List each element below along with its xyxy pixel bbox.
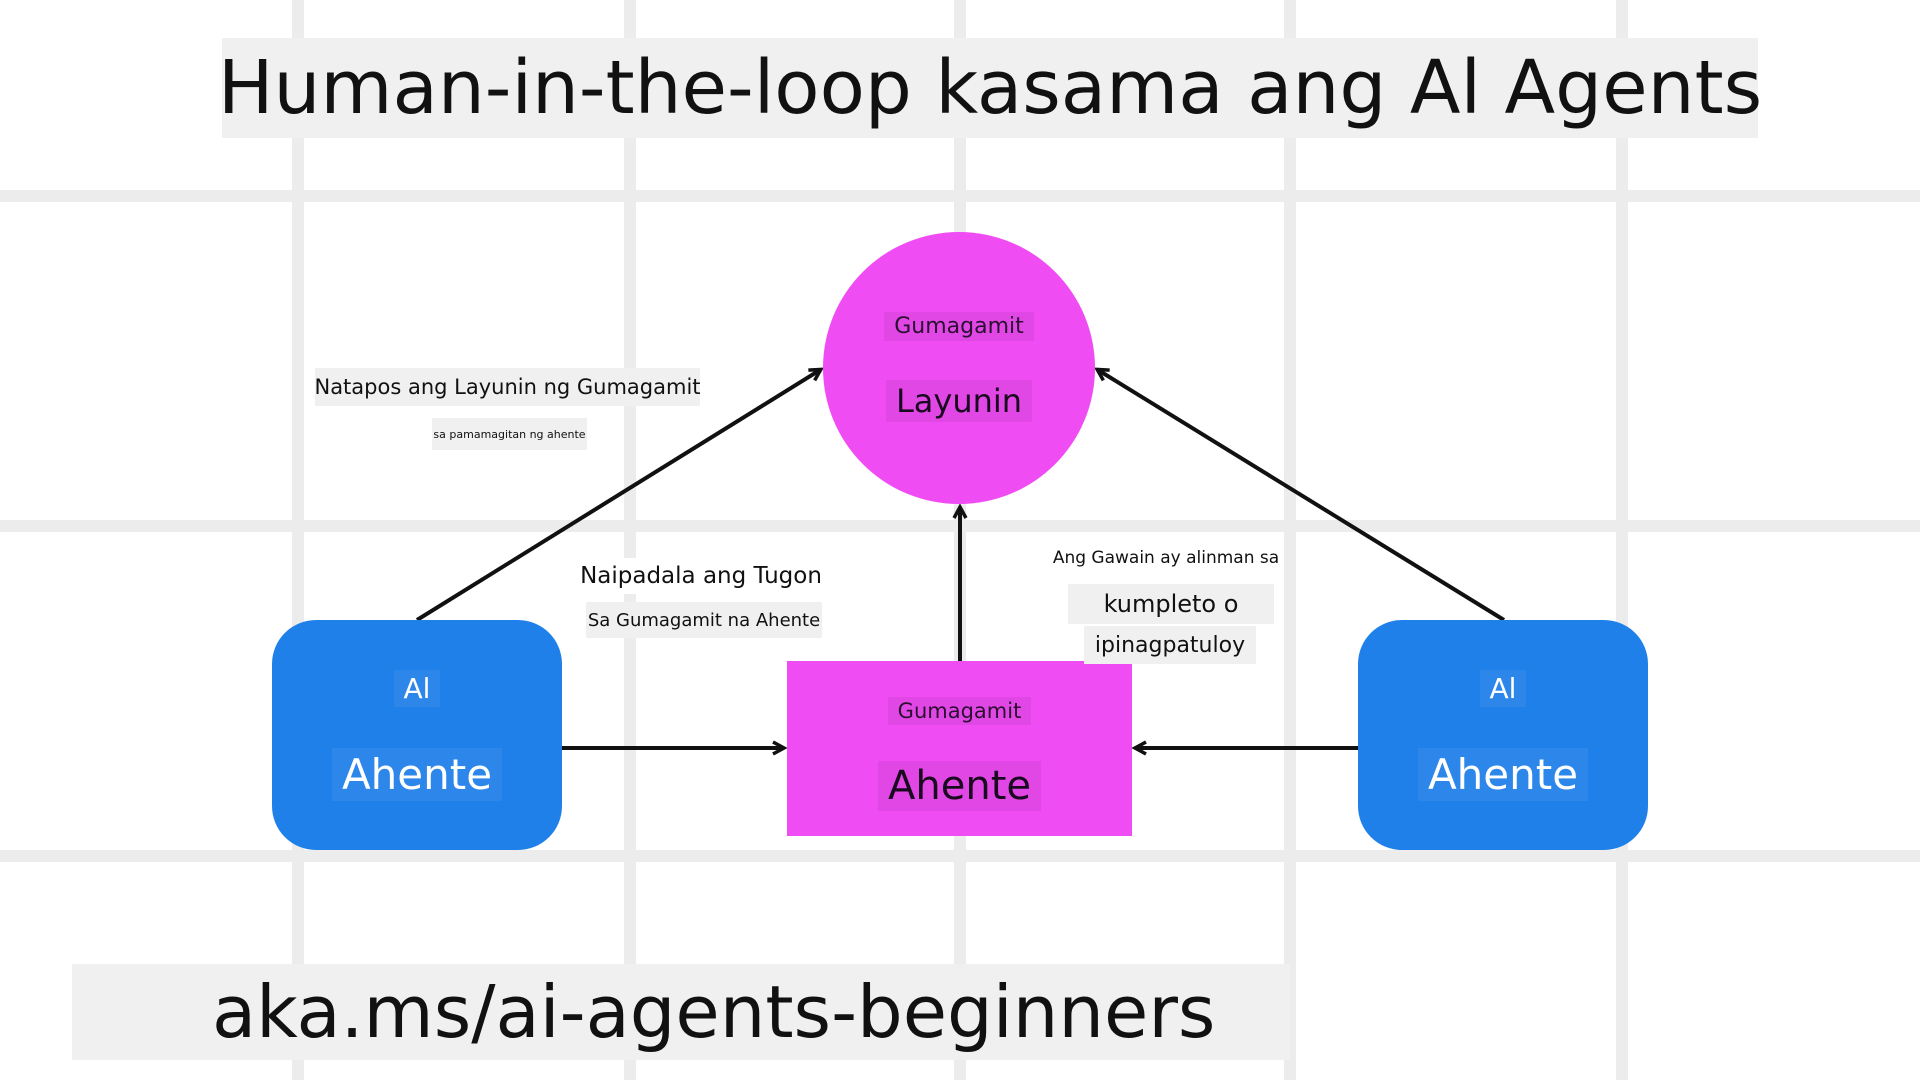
user-goal-node: Gumagamit Layunin	[823, 232, 1095, 504]
goal-done-sub-label: sa pamamagitan ng ahente	[432, 418, 587, 450]
arrow-ai-right-to-goal	[1098, 370, 1506, 622]
grid-line	[0, 190, 1920, 202]
grid-line	[0, 850, 1920, 862]
user-goal-big-label: Layunin	[885, 380, 1033, 422]
ai-agent-left-small-label: Al	[393, 670, 441, 707]
ai-agent-right-big-label: Ahente	[1417, 748, 1589, 801]
arrow-ai-left-to-goal	[415, 370, 820, 622]
task-continued-label: ipinagpatuloy	[1084, 626, 1256, 664]
task-complete-label: kumpleto o	[1068, 584, 1274, 624]
ai-agent-left-node: Al Ahente	[272, 620, 562, 850]
page-title: Human-in-the-loop kasama ang Al Agents	[218, 38, 1762, 138]
grid-line	[624, 0, 636, 1080]
response-sent-label: Naipadala ang Tugon	[578, 558, 824, 594]
ai-agent-right-small-label: Al	[1479, 670, 1527, 707]
user-agent-node: Gumagamit Ahente	[787, 661, 1132, 836]
grid-line	[1284, 0, 1296, 1080]
task-either-label: Ang Gawain ay alinman sa	[1053, 542, 1279, 574]
ai-agent-left-big-label: Ahente	[331, 748, 503, 801]
user-agent-big-label: Ahente	[878, 761, 1041, 811]
ai-agent-right-node: Al Ahente	[1358, 620, 1648, 850]
footer-url: aka.ms/ai-agents-beginners	[72, 964, 1290, 1060]
user-goal-small-label: Gumagamit	[884, 312, 1034, 341]
response-sent-sub-label: Sa Gumagamit na Ahente	[586, 602, 822, 638]
goal-done-label: Natapos ang Layunin ng Gumagamit	[314, 368, 701, 406]
user-agent-small-label: Gumagamit	[887, 697, 1032, 725]
